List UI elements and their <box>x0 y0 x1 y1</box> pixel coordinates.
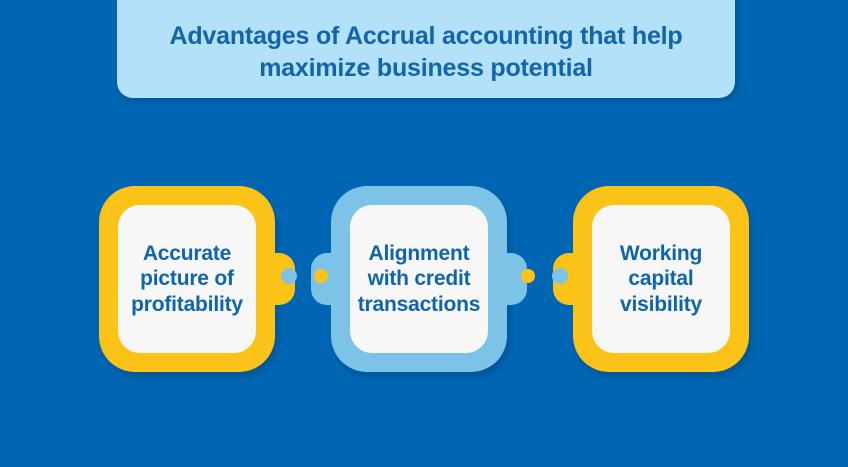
card-1-label: Accurate picture of profitability <box>131 241 243 316</box>
connector-1-dot-light-blue <box>281 268 297 284</box>
page-title: Advantages of Accrual accounting that he… <box>169 22 683 82</box>
connector-1-dot-yellow <box>314 269 328 283</box>
connector-2-dot-yellow <box>521 269 535 283</box>
cards-row: Accurate picture of profitability Alignm… <box>0 186 848 372</box>
card-alignment-with-credit-transactions[interactable]: Alignment with credit transactions <box>311 186 527 372</box>
card-1-inner: Accurate picture of profitability <box>118 205 256 353</box>
card-working-capital-visibility[interactable]: Working capital visibility <box>553 186 749 372</box>
card-accurate-picture-of-profitability[interactable]: Accurate picture of profitability <box>99 186 295 372</box>
title-banner: Advantages of Accrual accounting that he… <box>117 0 735 98</box>
connector-2-dot-light-blue <box>552 268 568 284</box>
card-2-label: Alignment with credit transactions <box>357 241 481 316</box>
card-2-inner: Alignment with credit transactions <box>350 205 488 353</box>
card-3-inner: Working capital visibility <box>592 205 730 353</box>
card-3-label: Working capital visibility <box>619 241 703 316</box>
